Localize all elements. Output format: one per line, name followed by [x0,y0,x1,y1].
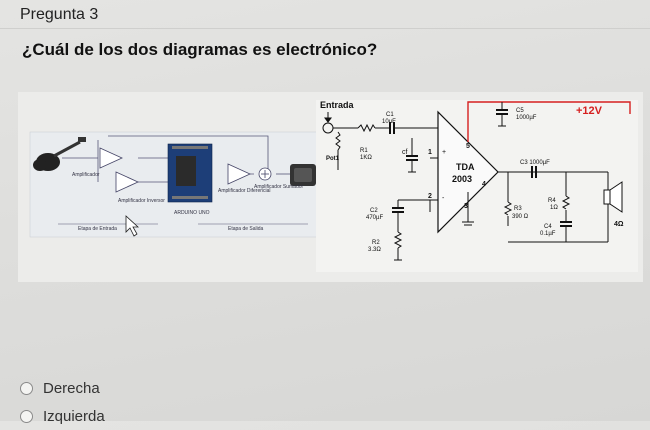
amplificador-diferencial-block [227,163,251,185]
answer-options: Derecha Izquierda [20,374,105,430]
svg-text:4: 4 [482,181,486,188]
svg-text:Amplificador Inversor: Amplificador Inversor [118,198,165,204]
speaker-icon [603,181,623,213]
block-diagram-left: ARDUINO UNO Amplificador Amplificador In… [29,131,321,238]
svg-text:C5: C5 [516,108,524,114]
svg-text:1KΩ: 1KΩ [360,155,372,161]
svg-text:+12V: +12V [576,105,603,117]
svg-text:R4: R4 [548,198,556,204]
svg-text:C4: C4 [544,224,552,230]
svg-text:Amplificador Diferencial: Amplificador Diferencial [218,188,271,194]
guitar-icon [33,137,86,171]
svg-text:R3: R3 [514,206,522,212]
svg-text:4Ω: 4Ω [614,221,624,228]
svg-text:5: 5 [466,143,470,150]
divider [0,28,650,29]
svg-text:0.1µF: 0.1µF [540,231,556,237]
option-derecha[interactable]: Derecha [20,374,105,402]
amplificador-inversor-block [115,171,139,193]
radio-derecha[interactable] [20,381,33,395]
svg-text:Amplificador: Amplificador [72,172,100,178]
svg-text:3.3Ω: 3.3Ω [368,247,381,253]
svg-text:1Ω: 1Ω [550,205,558,211]
svg-text:cf: cf [402,149,408,156]
svg-text:-: - [442,195,445,202]
option-izquierda[interactable]: Izquierda [20,402,105,430]
svg-text:C1: C1 [386,112,394,118]
option-label: Izquierda [43,407,105,425]
svg-text:1000µF: 1000µF [516,115,537,121]
arduino-board: ARDUINO UNO [167,143,213,216]
svg-text:Entrada: Entrada [320,100,355,110]
svg-text:Etapa de Entrada: Etapa de Entrada [78,226,117,232]
svg-text:+: + [442,149,446,156]
svg-text:Pot1: Pot1 [326,156,340,162]
svg-text:3: 3 [464,203,468,210]
svg-text:TDA: TDA [456,162,475,172]
svg-text:C2: C2 [370,208,378,214]
svg-text:R2: R2 [372,240,380,246]
diagrams-image: ARDUINO UNO Amplificador Amplificador In… [29,100,638,272]
question-figure: ARDUINO UNO Amplificador Amplificador In… [18,92,643,282]
svg-text:2: 2 [428,193,432,200]
svg-text:470µF: 470µF [366,215,383,221]
schematic-right: Entrada Pot1 R1 1KΩ C1 10µF cf [316,100,638,272]
svg-text:C3 1000µF: C3 1000µF [520,160,550,166]
cursor-arrow-icon [125,215,140,237]
svg-text:Amplificador Sumador: Amplificador Sumador [254,184,304,190]
svg-text:2003: 2003 [452,174,472,184]
svg-text:ARDUINO UNO: ARDUINO UNO [174,210,210,216]
option-label: Derecha [43,379,100,397]
svg-text:R1: R1 [360,148,368,154]
svg-text:1: 1 [428,149,432,156]
amplificador-block [99,147,123,169]
question-title: ¿Cuál de los dos diagramas es electrónic… [22,40,378,59]
speaker-amp-icon [290,164,316,186]
svg-text:Etapa de Salida: Etapa de Salida [228,226,264,232]
svg-text:390 Ω: 390 Ω [512,214,529,220]
question-number: Pregunta 3 [20,6,99,23]
